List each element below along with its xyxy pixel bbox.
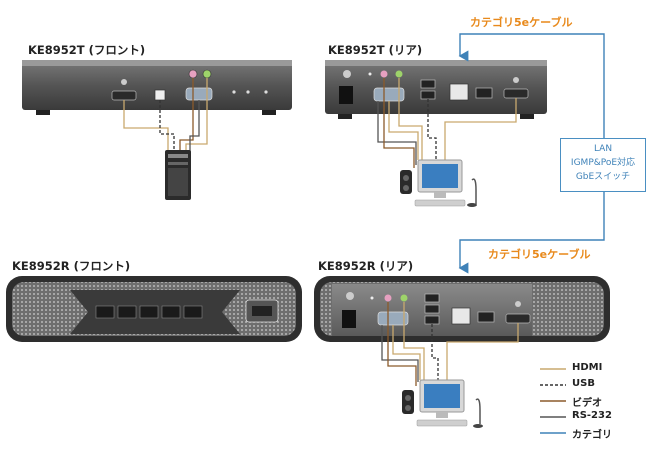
usb-port [154, 89, 166, 101]
sfp-port [477, 311, 495, 323]
ke8952t-front-device [22, 60, 292, 115]
legend [540, 368, 566, 434]
audio-out-jack [202, 69, 212, 79]
tx-rear-cables [377, 78, 517, 168]
pc-tower [165, 150, 191, 200]
tx-rear-label: KE8952T (リア) [328, 43, 423, 57]
rs232-port [185, 87, 213, 101]
rx-front-label: KE8952R (フロント) [12, 259, 131, 273]
rx-rear-cables [381, 302, 519, 386]
lan-port [449, 83, 469, 101]
usb-port-1 [420, 79, 436, 89]
audio-out-jack [400, 294, 408, 302]
sfp-port [475, 87, 493, 99]
audio-in-jack [188, 69, 198, 79]
audio-in-jack [380, 70, 388, 78]
cable-label-bottom: カテゴリ5eケーブル [488, 248, 591, 261]
hdmi-port [503, 88, 529, 99]
tx-front-cables [123, 78, 208, 152]
hdmi-port [111, 90, 137, 101]
power-jack [342, 310, 356, 328]
audio-in-jack [384, 294, 392, 302]
cable-label-top: カテゴリ5eケーブル [470, 16, 573, 29]
lan-port [451, 307, 471, 325]
switch-line-2: IGMP&PoE対応 [570, 158, 636, 168]
legend-hdmi-label: HDMI [572, 362, 603, 373]
audio-out-jack [395, 70, 403, 78]
gbe-switch-box: LAN IGMP&PoE対応 GbEスイッチ [560, 138, 646, 192]
local-console-monitor [400, 159, 477, 207]
switch-line-3: GbEスイッチ [575, 172, 631, 182]
legend-category-label: カテゴリ [572, 430, 612, 441]
ke8952r-rear-device [314, 276, 610, 342]
remote-console-monitor [402, 379, 483, 428]
usb-port-2 [420, 90, 436, 100]
tx-front-label: KE8952T (フロント) [28, 43, 146, 57]
hdmi-port [505, 313, 531, 324]
rx-rear-label: KE8952R (リア) [318, 259, 414, 273]
switch-line-1: LAN [593, 144, 613, 154]
ke8952t-rear-device [325, 60, 547, 119]
ke8952r-front-device [6, 276, 302, 342]
power-jack [339, 86, 353, 104]
legend-video-label: ビデオ [572, 398, 602, 409]
category-cables [458, 33, 605, 274]
legend-rs232-label: RS-232 [572, 410, 612, 421]
legend-usb-label: USB [572, 378, 595, 389]
